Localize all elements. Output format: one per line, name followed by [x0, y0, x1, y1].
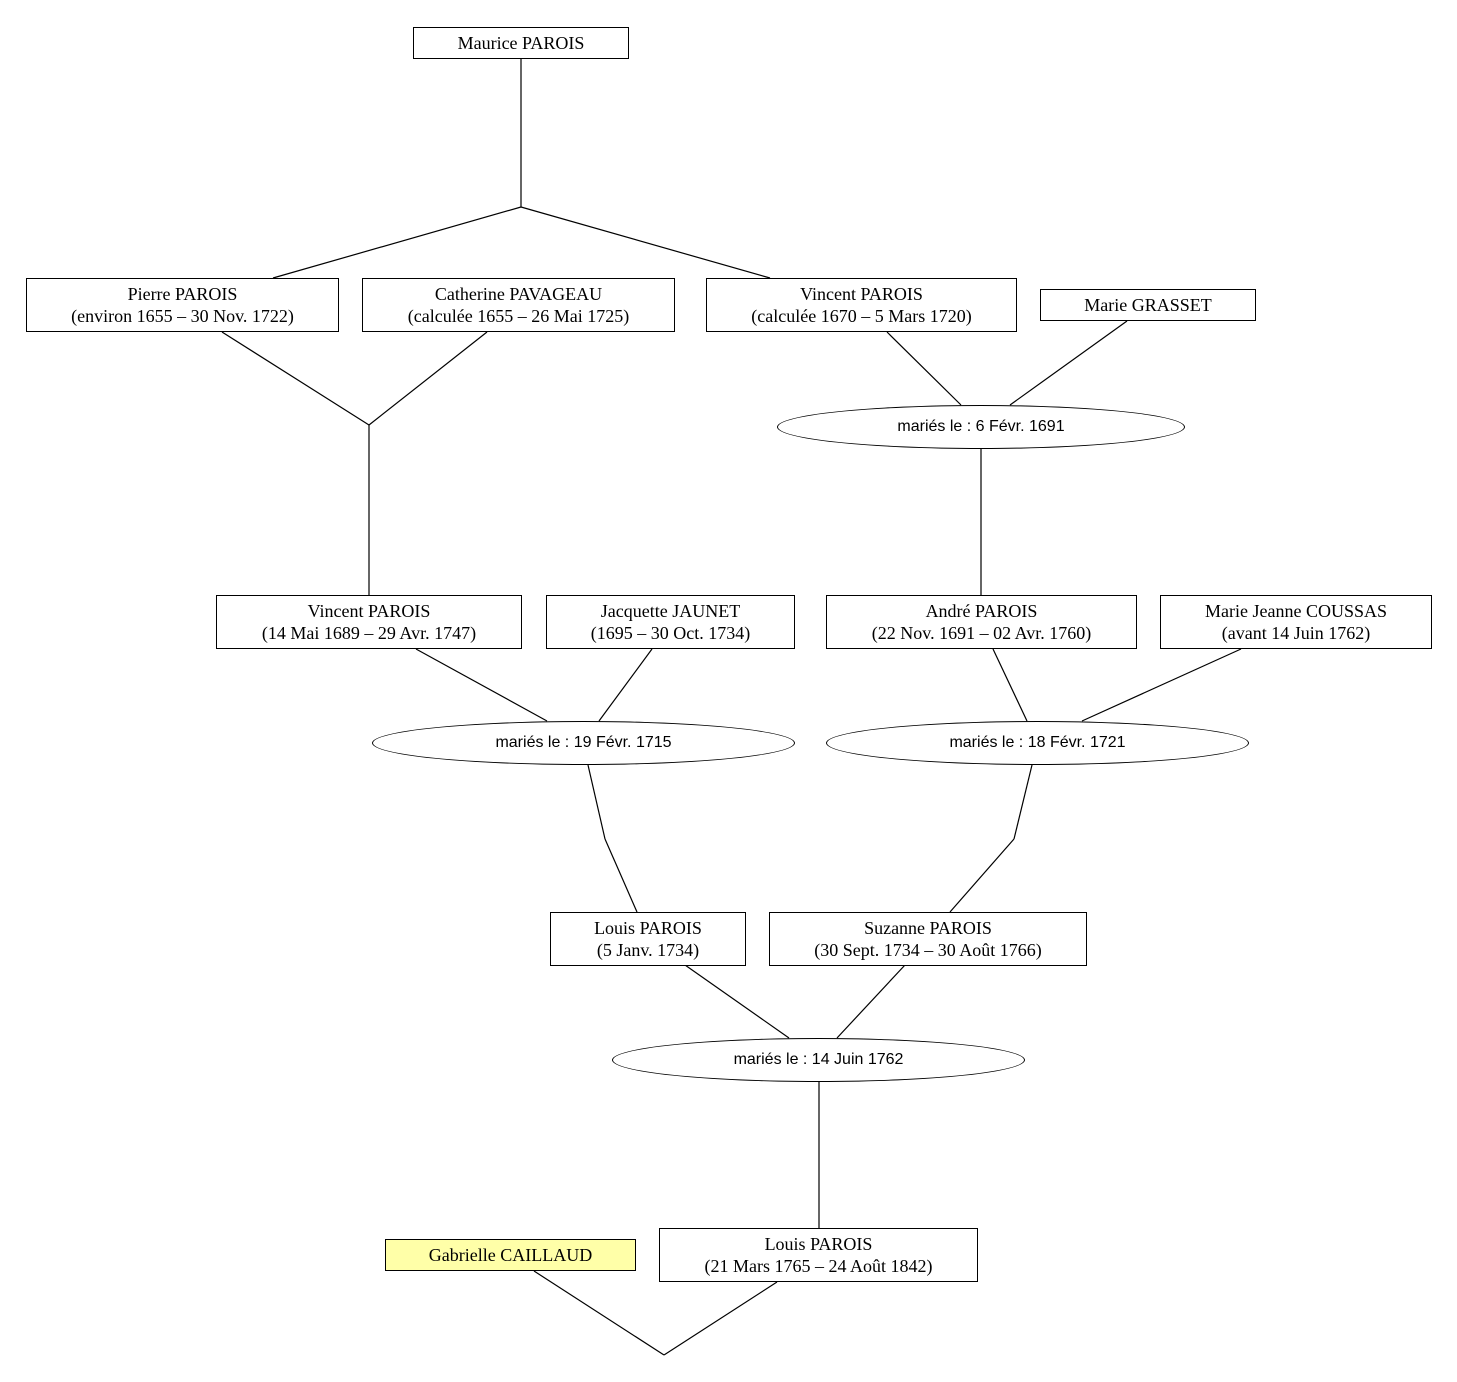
person-louis-parois-sr[interactable]: Louis PAROIS (5 Janv. 1734) [550, 912, 746, 966]
person-name: Louis PAROIS [594, 918, 702, 938]
person-name: Louis PAROIS [764, 1234, 873, 1254]
person-jacquette-jaunet[interactable]: Jacquette JAUNET (1695 – 30 Oct. 1734) [546, 595, 795, 649]
person-louis-parois-jr[interactable]: Louis PAROIS (21 Mars 1765 – 24 Août 184… [659, 1228, 978, 1282]
person-marie-jeanne-coussas[interactable]: Marie Jeanne COUSSAS (avant 14 Juin 1762… [1160, 595, 1432, 649]
connector-line [415, 648, 548, 722]
person-dates: (calculée 1670 – 5 Mars 1720) [751, 306, 972, 326]
person-name: Vincent PAROIS [307, 601, 431, 621]
connector-line [992, 648, 1028, 722]
person-maurice-parois[interactable]: Maurice PAROIS [413, 27, 629, 59]
person-name: Suzanne PAROIS [864, 918, 992, 938]
person-dates: (30 Sept. 1734 – 30 Août 1766) [814, 940, 1042, 960]
connector-line [604, 838, 638, 913]
person-pierre-parois[interactable]: Pierre PAROIS (environ 1655 – 30 Nov. 17… [26, 278, 339, 332]
person-suzanne-parois[interactable]: Suzanne PAROIS (30 Sept. 1734 – 30 Août … [769, 912, 1087, 966]
person-marie-grasset[interactable]: Marie GRASSET [1040, 289, 1256, 321]
person-dates: (environ 1655 – 30 Nov. 1722) [71, 306, 294, 326]
person-name: Catherine PAVAGEAU [434, 284, 603, 304]
connector-line [1081, 648, 1242, 722]
connector-line [221, 331, 370, 426]
connector-line [272, 206, 522, 279]
person-dates: (1695 – 30 Oct. 1734) [590, 623, 751, 643]
person-catherine-pavageau[interactable]: Catherine PAVAGEAU (calculée 1655 – 26 M… [362, 278, 675, 332]
connector-line [663, 1281, 778, 1356]
marriage-1691[interactable]: mariés le : 6 Févr. 1691 [777, 405, 1185, 449]
person-name: Marie Jeanne COUSSAS [1205, 601, 1387, 621]
person-name: Pierre PAROIS [127, 284, 238, 304]
connector-line [533, 1270, 665, 1356]
person-name: Vincent PAROIS [800, 284, 923, 304]
connector-line [1013, 764, 1033, 840]
marriage-label: mariés le : 6 Févr. 1691 [897, 418, 1065, 435]
connector-line [684, 964, 790, 1039]
person-dates: (14 Mai 1689 – 29 Avr. 1747) [261, 623, 477, 643]
person-name: Jacquette JAUNET [600, 601, 741, 621]
marriage-label: mariés le : 19 Févr. 1715 [495, 734, 672, 751]
marriage-label: mariés le : 14 Juin 1762 [733, 1051, 904, 1068]
person-dates: (22 Nov. 1691 – 02 Avr. 1760) [871, 623, 1092, 643]
person-andre-parois[interactable]: André PAROIS (22 Nov. 1691 – 02 Avr. 176… [826, 595, 1137, 649]
connector-line [587, 764, 606, 840]
marriage-1715[interactable]: mariés le : 19 Févr. 1715 [372, 721, 795, 765]
connector-line [598, 648, 653, 722]
person-name: André PAROIS [925, 601, 1038, 621]
person-name: Maurice PAROIS [457, 33, 585, 53]
person-dates: (calculée 1655 – 26 Mai 1725) [407, 306, 630, 326]
person-dates: (5 Janv. 1734) [596, 940, 700, 960]
marriage-label: mariés le : 18 Févr. 1721 [949, 734, 1126, 751]
person-vincent-parois-sr[interactable]: Vincent PAROIS (calculée 1670 – 5 Mars 1… [706, 278, 1017, 332]
connector-line [520, 206, 771, 279]
person-name: Gabrielle CAILLAUD [428, 1245, 593, 1265]
marriage-1762[interactable]: mariés le : 14 Juin 1762 [612, 1038, 1025, 1082]
person-dates: (avant 14 Juin 1762) [1221, 623, 1371, 643]
person-name: Marie GRASSET [1084, 295, 1212, 315]
connector-line [368, 331, 488, 426]
connector-line [1009, 320, 1128, 406]
marriage-1721[interactable]: mariés le : 18 Févr. 1721 [826, 721, 1249, 765]
person-dates: (21 Mars 1765 – 24 Août 1842) [704, 1256, 933, 1276]
person-gabrielle-caillaud[interactable]: Gabrielle CAILLAUD [385, 1239, 636, 1271]
person-vincent-parois-jr[interactable]: Vincent PAROIS (14 Mai 1689 – 29 Avr. 17… [216, 595, 522, 649]
connector-line [836, 964, 906, 1039]
connector-line [886, 331, 962, 406]
connector-line [949, 838, 1015, 913]
